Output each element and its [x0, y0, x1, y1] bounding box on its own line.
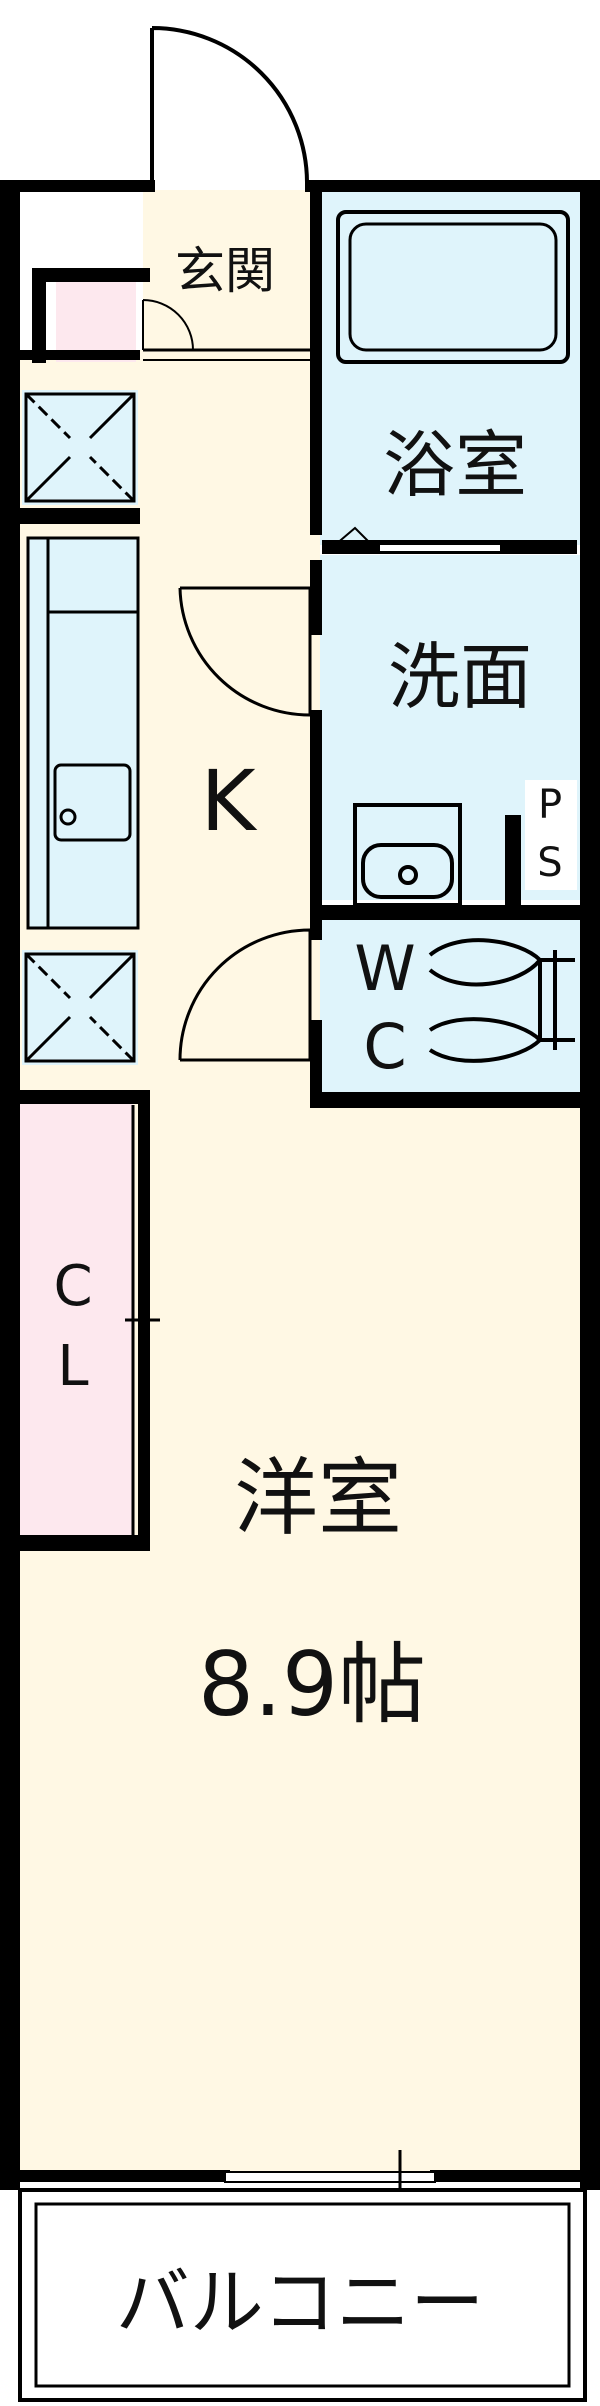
entrance-door [150, 26, 309, 183]
balcony-label: バルコニー [116, 2260, 485, 2346]
balcony-area [18, 2188, 587, 2402]
bath-floor [320, 190, 585, 545]
wash-basin [353, 803, 462, 907]
ps-box [525, 780, 577, 890]
washroom-label: 洗面 [388, 635, 532, 719]
wc-door [178, 928, 312, 1061]
shoe-cabinet [56, 282, 136, 362]
bathtub-inner [348, 222, 558, 352]
balcony-sill [224, 2171, 436, 2183]
walls [0, 180, 600, 2190]
western-room-label: 洋室 [234, 1449, 402, 1547]
kitchen-counter [28, 538, 138, 928]
western-room-size: 8.9帖 [198, 1633, 426, 1736]
bathtub [336, 210, 570, 364]
toilet [428, 938, 575, 1063]
ps-label-s: S [537, 840, 562, 886]
ps-label-p: P [538, 782, 562, 828]
kitchen-counter-outline [26, 536, 140, 930]
entrance-label: 玄関 [175, 242, 275, 300]
kitchen-label: K [200, 752, 257, 850]
vent-icon [24, 392, 136, 1063]
bath-label: 浴室 [383, 423, 527, 507]
wc-label-w: W [354, 932, 415, 1005]
entrance-floor [143, 190, 313, 350]
entrance-inner-door [142, 299, 194, 351]
washroom-door [178, 587, 312, 717]
closet-floor [20, 1100, 133, 1535]
wc-label-c: C [363, 1010, 406, 1083]
closet-label-c: C [53, 1254, 92, 1319]
closet-label-l: L [57, 1334, 88, 1399]
